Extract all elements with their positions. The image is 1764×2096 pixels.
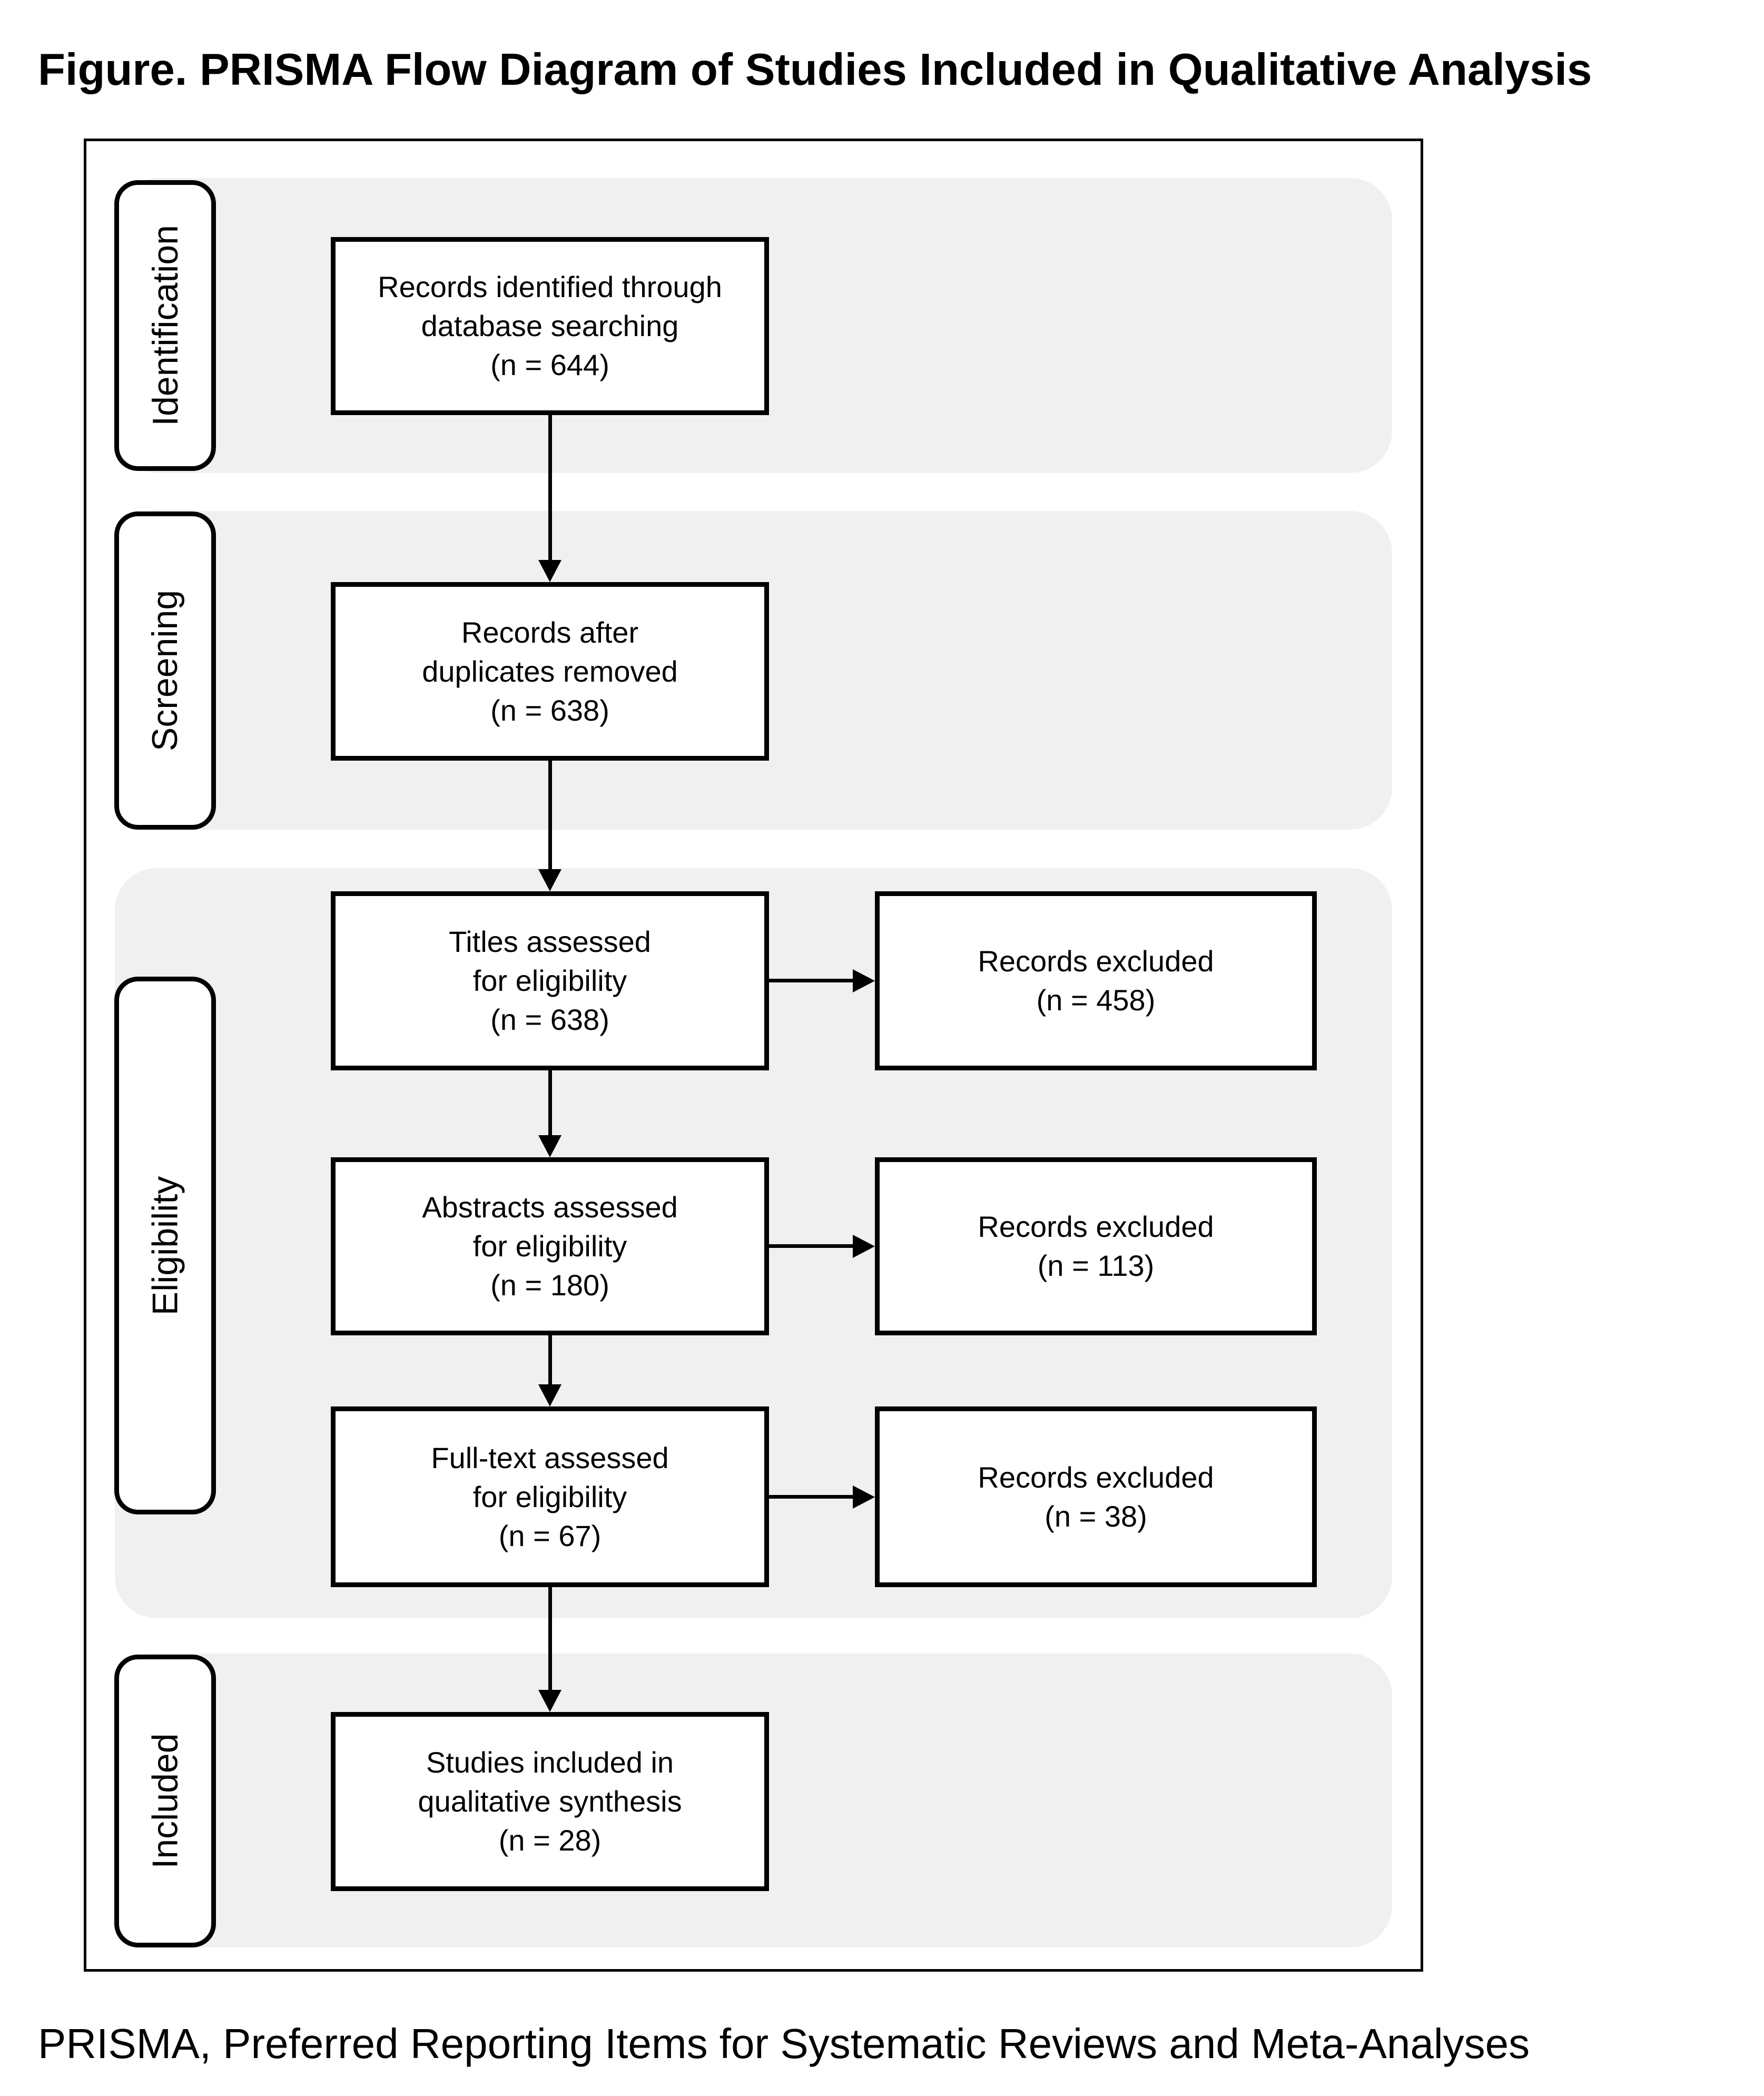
- arrow-titles-to-abstracts-shaft: [548, 1070, 552, 1135]
- arrow-titles-to-excluded-shaft: [769, 979, 853, 982]
- box-line: (n = 113): [1037, 1249, 1155, 1282]
- stage-label-eligibility: Eligibility: [114, 977, 216, 1514]
- arrow-identified-to-deduplicated-head-icon: [538, 560, 561, 582]
- box-line: Studies included in: [426, 1746, 674, 1779]
- box-line: Titles assessed: [449, 925, 651, 958]
- box-line: (n = 638): [490, 693, 609, 727]
- box-line: for eligibility: [472, 964, 627, 997]
- box-line: Full-text assessed: [431, 1441, 669, 1474]
- figure-title: Figure. PRISMA Flow Diagram of Studies I…: [38, 45, 1592, 95]
- stage-label-included: Included: [114, 1655, 216, 1947]
- box-line: Abstracts assessed: [422, 1190, 678, 1224]
- stage-label-included-text: Included: [145, 1733, 185, 1869]
- box-line: Records identified through: [378, 270, 722, 303]
- stage-label-screening: Screening: [114, 511, 216, 830]
- flow-box-records-excluded-titles: Records excluded (n = 458): [875, 891, 1317, 1070]
- box-line: qualitative synthesis: [418, 1785, 682, 1818]
- arrow-fulltext-to-included-shaft: [548, 1587, 552, 1690]
- arrow-identified-to-deduplicated-shaft: [548, 415, 552, 560]
- diagram-border: [84, 139, 1423, 1972]
- box-line: (n = 67): [498, 1519, 602, 1552]
- box-line: (n = 28): [498, 1824, 602, 1857]
- arrow-fulltext-to-excluded-head-icon: [853, 1485, 875, 1509]
- arrow-abstracts-to-excluded-shaft: [769, 1244, 853, 1248]
- box-line: (n = 38): [1044, 1499, 1147, 1533]
- arrow-titles-to-abstracts-head-icon: [538, 1135, 561, 1157]
- stage-label-identification-text: Identification: [145, 225, 185, 426]
- box-line: Records excluded: [978, 944, 1214, 978]
- box-line: database searching: [421, 309, 679, 342]
- box-line: for eligibility: [472, 1480, 627, 1513]
- arrow-abstracts-to-excluded-head-icon: [853, 1235, 875, 1258]
- flow-box-duplicates-removed: Records after duplicates removed (n = 63…: [331, 582, 769, 761]
- arrow-titles-to-excluded-head-icon: [853, 969, 875, 992]
- box-line: Records excluded: [978, 1460, 1214, 1494]
- stage-label-identification: Identification: [114, 180, 216, 471]
- flow-box-records-excluded-fulltext: Records excluded (n = 38): [875, 1406, 1317, 1587]
- figure-footnote: PRISMA, Preferred Reporting Items for Sy…: [38, 2020, 1530, 2067]
- box-line: (n = 638): [490, 1003, 609, 1036]
- arrow-deduplicated-to-titles-head-icon: [538, 869, 561, 891]
- stage-label-screening-text: Screening: [145, 589, 185, 752]
- box-line: Records after: [461, 615, 639, 649]
- box-line: (n = 644): [490, 348, 609, 381]
- box-line: for eligibility: [472, 1229, 627, 1263]
- arrow-fulltext-to-included-head-icon: [538, 1690, 561, 1712]
- flow-box-fulltext-assessed: Full-text assessed for eligibility (n = …: [331, 1406, 769, 1587]
- flow-box-titles-assessed: Titles assessed for eligibility (n = 638…: [331, 891, 769, 1070]
- arrow-deduplicated-to-titles-shaft: [548, 761, 552, 869]
- flow-box-records-excluded-abstracts: Records excluded (n = 113): [875, 1157, 1317, 1335]
- flow-box-studies-included: Studies included in qualitative synthesi…: [331, 1712, 769, 1891]
- box-line: (n = 180): [490, 1268, 609, 1302]
- flow-box-abstracts-assessed: Abstracts assessed for eligibility (n = …: [331, 1157, 769, 1335]
- box-line: Records excluded: [978, 1210, 1214, 1243]
- arrow-abstracts-to-fulltext-shaft: [548, 1335, 552, 1384]
- box-line: (n = 458): [1036, 983, 1156, 1017]
- stage-label-eligibility-text: Eligibility: [145, 1176, 185, 1315]
- arrow-abstracts-to-fulltext-head-icon: [538, 1384, 561, 1406]
- box-line: duplicates removed: [422, 654, 678, 688]
- flow-box-records-identified: Records identified through database sear…: [331, 237, 769, 415]
- arrow-fulltext-to-excluded-shaft: [769, 1495, 853, 1499]
